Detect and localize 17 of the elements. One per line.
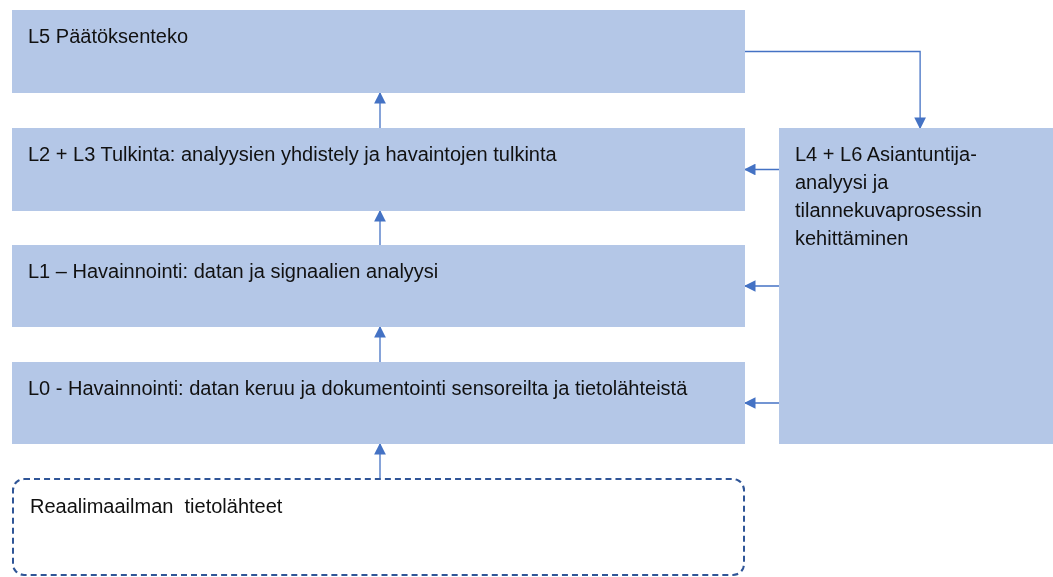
box-text: L2 + L3 Tulkinta: analyysien yhdistely ja havaintojen tulkinta	[28, 142, 558, 167]
box-text: L0 - Havainnointi: datan keruu ja dokumentointi sensoreilta ja tietolähteistä	[28, 376, 689, 401]
process-box	[12, 362, 745, 444]
box-text: L1 – Havainnointi: datan ja signaalien analyysi	[28, 259, 440, 284]
arrow	[374, 325, 386, 363]
arrow	[744, 50, 926, 130]
process-box	[779, 128, 1053, 444]
box-text: L5 Päätöksenteko	[28, 24, 190, 49]
box-text: Reaalimaailman tietolähteet	[30, 494, 284, 519]
box-text: L4 + L6 Asiantuntija-analyysi ja tilannekuvaprosessin kehittäminen	[795, 142, 983, 251]
process-box	[12, 245, 745, 327]
process-box	[12, 10, 745, 93]
source-box	[12, 478, 745, 576]
arrow	[374, 209, 386, 246]
process-box	[12, 128, 745, 211]
arrow	[374, 442, 386, 479]
arrow	[374, 91, 386, 129]
